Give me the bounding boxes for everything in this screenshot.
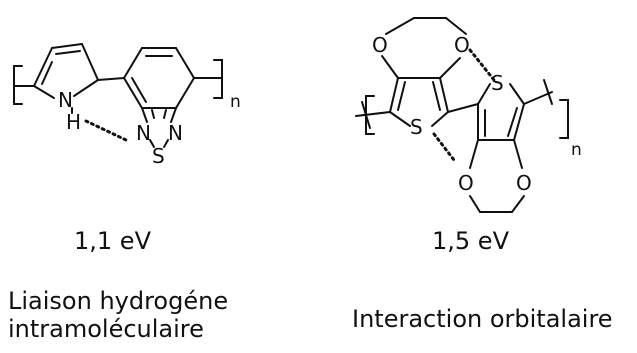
atom-o-bottom-right: O: [516, 171, 532, 195]
dioxane-bottom-bond: [469, 139, 479, 169]
right-chain-bond: [523, 91, 553, 105]
benzene-bond: [175, 47, 195, 79]
left-bracket-close: [213, 59, 223, 99]
right-energy: 1,5 eV: [432, 227, 509, 255]
right-label: Interaction orbitalaire: [352, 305, 613, 333]
pyrrole-bond: [51, 43, 83, 49]
atom-s-right: S: [491, 71, 504, 95]
thiadiazole-bond: [141, 107, 148, 123]
thiophene-right-double: [507, 107, 518, 137]
thiophene-right-bond: [509, 83, 525, 105]
thiadiazole-bond: [149, 139, 155, 148]
left-molecule: [13, 43, 223, 148]
thiadiazole-bond: [170, 107, 177, 123]
left-energy: 1,1 eV: [74, 227, 151, 255]
dioxane-bottom-bond: [513, 139, 523, 169]
thiophene-left-double: [432, 81, 441, 111]
atom-s-left: S: [410, 115, 423, 139]
right-molecule: [355, 17, 569, 213]
atom-h-pyrrole: H: [66, 110, 81, 134]
left-chain-bond: [355, 111, 391, 117]
right-bracket-open: [365, 95, 375, 135]
thiophene-left-bond: [431, 111, 449, 127]
pyrrole-double-bond: [55, 50, 81, 55]
dioxane-top-bond: [381, 55, 399, 79]
benzene-double-bond: [131, 77, 147, 103]
benzene-bond: [175, 77, 195, 109]
thiophene-left-bond: [389, 111, 411, 127]
thiadiazole-double-bond: [151, 109, 155, 119]
subscript-n-left: n: [230, 92, 241, 112]
orbital-interaction-hash: [432, 132, 456, 162]
thiophene-left-bond: [389, 77, 399, 113]
left-label-line-1: Liaison hydrogéne: [8, 287, 229, 315]
thiadiazole-bond: [163, 139, 169, 148]
atom-n-thiadiazole-left: N: [136, 121, 151, 145]
pyrrole-bond: [33, 85, 55, 99]
pyrrole-bond: [33, 47, 53, 87]
dioxane-top-bond: [385, 17, 415, 35]
inter-thiophene-bond: [447, 103, 479, 113]
subscript-n-right: n: [571, 140, 582, 160]
left-label-line-2: intramoléculaire: [8, 315, 204, 343]
benzene-bond: [123, 77, 143, 109]
thiophene-left-bond: [439, 77, 449, 113]
dioxane-top-bond: [439, 57, 461, 79]
left-label: Liaison hydrogéne intramoléculaire: [8, 287, 228, 343]
pyrrole-inner-bond: [41, 61, 53, 85]
thiophene-right-bond: [477, 83, 491, 105]
right-chain-tick: [543, 79, 553, 105]
atom-o-top-right: O: [454, 33, 470, 57]
dioxane-bottom-bond: [469, 195, 481, 213]
atom-n-thiadiazole-right: N: [168, 121, 183, 145]
thiophene-left-double: [397, 81, 406, 111]
atom-n-pyrrole: N: [58, 88, 73, 112]
atom-s-thiadiazole: S: [152, 144, 165, 168]
pyrrole-bond: [73, 79, 99, 97]
hydrogen-bond-hash: [84, 119, 128, 142]
atom-o-top-left: O: [372, 33, 388, 57]
right-bracket-close: [559, 99, 569, 139]
atom-o-bottom-left: O: [458, 171, 474, 195]
dioxane-top-bond: [445, 17, 467, 35]
thiadiazole-double-bond: [163, 109, 167, 119]
dioxane-bottom-bond: [511, 195, 525, 213]
pyrrole-bond: [81, 43, 99, 81]
thiophene-right-bond: [513, 103, 525, 141]
benzene-bond: [123, 47, 143, 79]
orbital-interaction-hash: [468, 48, 496, 82]
inter-ring-bond: [97, 77, 125, 81]
